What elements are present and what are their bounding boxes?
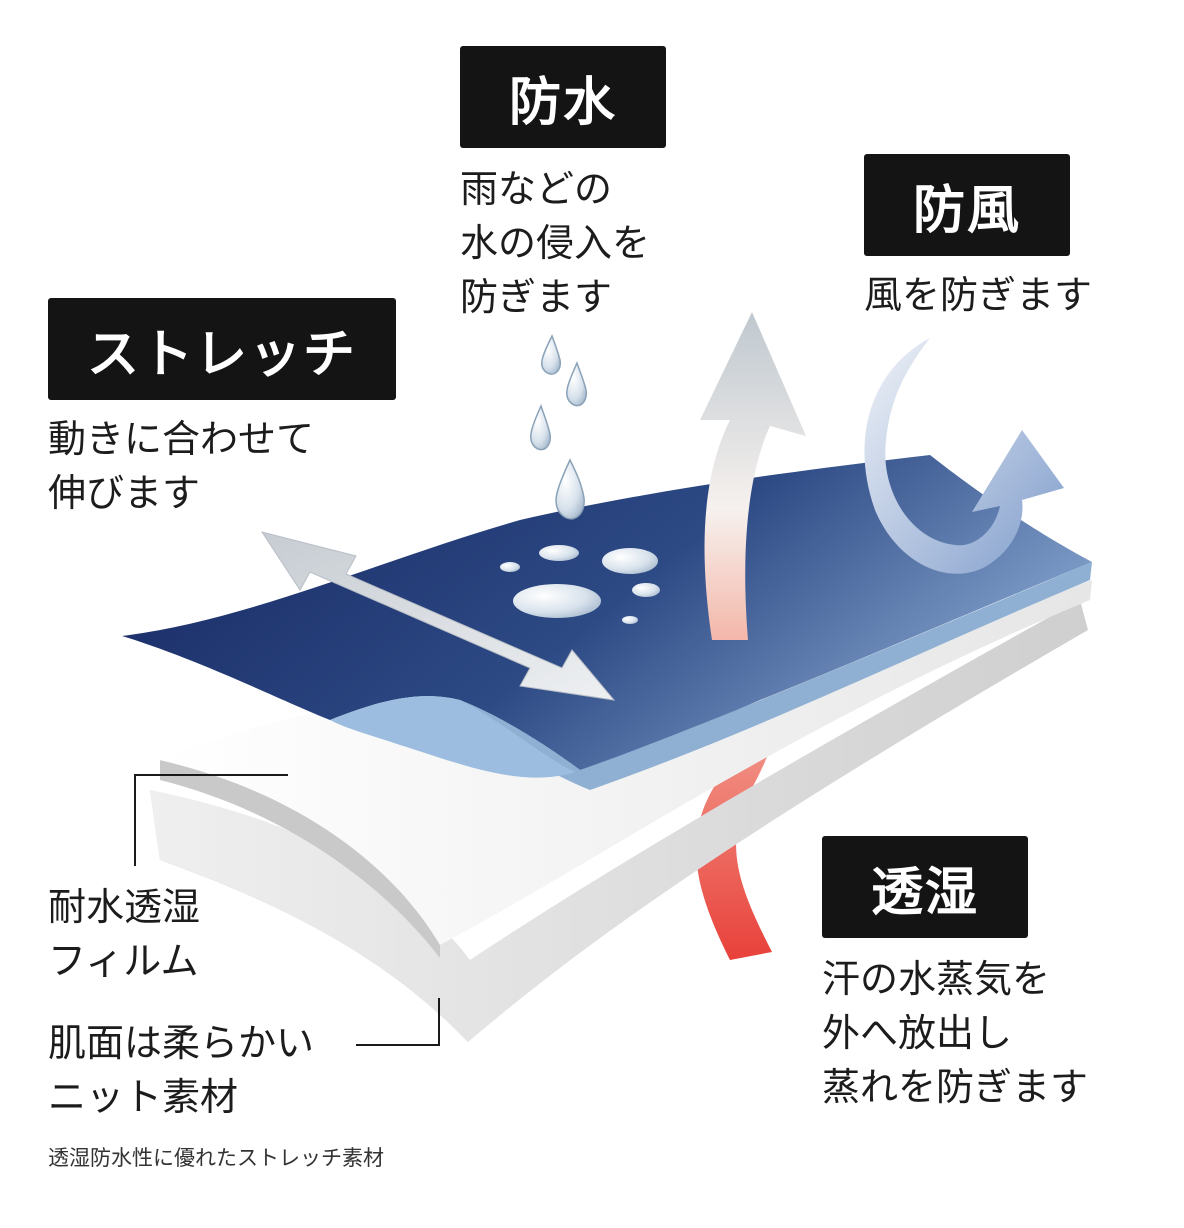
film-label-line-1: 耐水透湿 [48, 885, 201, 929]
breathable-description: 汗の水蒸気を 外へ放出し 蒸れを防ぎます [822, 952, 1088, 1114]
film-layer-label: 耐水透湿 フィルム [48, 880, 200, 988]
film-leader-vertical [134, 774, 136, 866]
breathable-line-2: 外へ放出し [822, 1011, 1013, 1055]
film-label-line-2: フィルム [48, 939, 199, 983]
stretch-line-2: 伸びます [48, 471, 201, 515]
film-leader-horizontal [134, 774, 288, 776]
wind-arrow-icon [864, 338, 1064, 574]
stretch-description: 動きに合わせて 伸びます [48, 412, 314, 520]
vapor-up-arrow-icon [700, 312, 806, 640]
stretch-badge: ストレッチ [48, 298, 396, 400]
knit-layer-label: 肌面は柔らかい ニット素材 [48, 1016, 314, 1124]
waterproof-description: 雨などの 水の侵入を 防ぎます [460, 162, 650, 324]
stretch-line-1: 動きに合わせて [48, 417, 315, 461]
water-bead-icons [500, 545, 660, 624]
waterproof-line-1: 雨などの [460, 167, 613, 211]
knit-label-line-1: 肌面は柔らかい [48, 1021, 315, 1065]
breathable-line-1: 汗の水蒸気を [822, 957, 1051, 1001]
outer-fabric-peel [330, 696, 575, 778]
figure-caption: 透湿防水性に優れたストレッチ素材 [48, 1146, 384, 1170]
windproof-description: 風を防ぎます [864, 268, 1092, 322]
knit-leader-vertical [438, 998, 440, 1046]
stretch-arrow-icon [260, 531, 616, 701]
breathable-line-3: 蒸れを防ぎます [822, 1065, 1089, 1109]
waterproof-line-3: 防ぎます [460, 275, 613, 319]
windproof-line-1: 風を防ぎます [864, 273, 1093, 317]
outer-fabric [122, 455, 1092, 770]
breathable-badge: 透湿 [822, 836, 1028, 938]
knit-layer-surface [150, 600, 1088, 1042]
knit-leader-horizontal [356, 1044, 440, 1046]
knit-label-line-2: ニット素材 [48, 1075, 239, 1119]
film-layer-edge [160, 760, 440, 958]
waterproof-badge: 防水 [460, 46, 666, 148]
water-drop-icons [530, 334, 588, 520]
windproof-badge: 防風 [864, 154, 1070, 256]
waterproof-line-2: 水の侵入を [460, 221, 651, 265]
